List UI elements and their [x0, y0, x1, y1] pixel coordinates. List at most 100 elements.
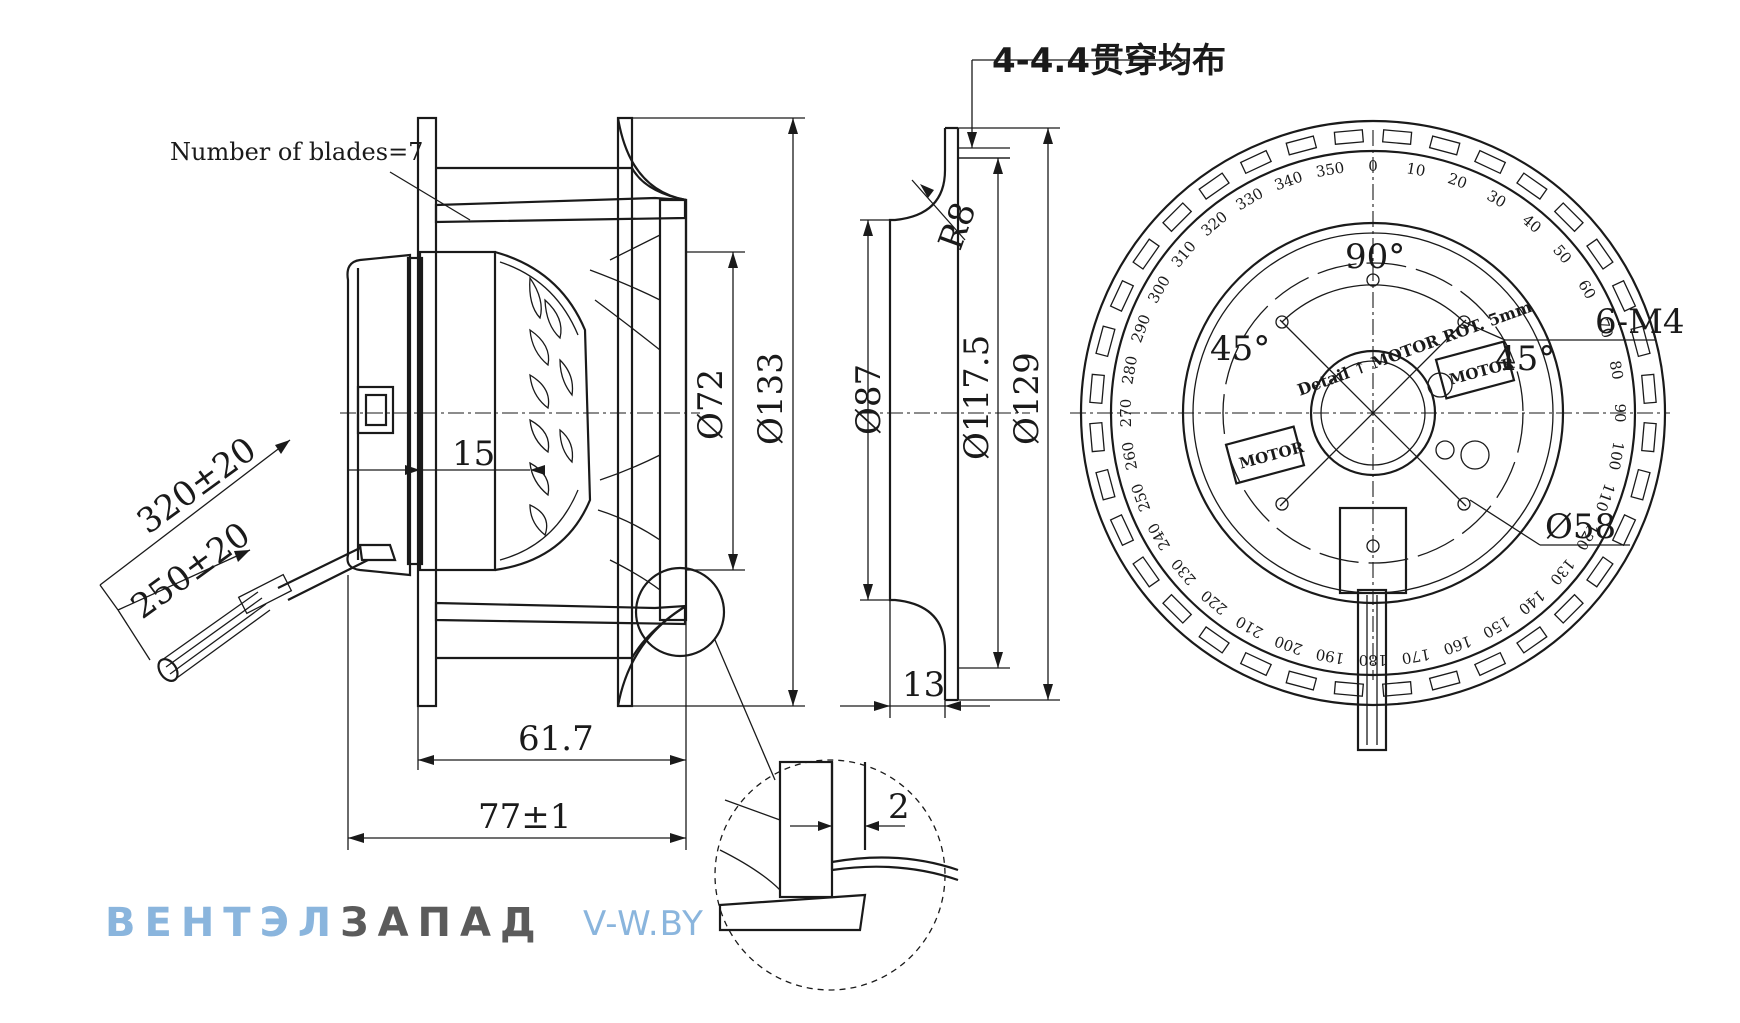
ring-slot	[1095, 325, 1116, 358]
ring-slot	[1132, 556, 1160, 588]
ring-slot	[1473, 149, 1507, 175]
side-view: Number of blades=7 Ø72 Ø133 15 61.7 77±1	[99, 116, 805, 850]
dim-15: 15	[452, 434, 495, 474]
ring-scale-label: 60	[1574, 277, 1599, 303]
motor-label-left-box	[1224, 425, 1306, 485]
blades-label: Number of blades=7	[170, 138, 423, 166]
dim-d133: Ø133	[751, 352, 791, 445]
ring-scale-label: 80	[1606, 359, 1627, 381]
ring-scale-label: 220	[1197, 586, 1231, 618]
ring-scale-label: 320	[1197, 208, 1231, 240]
ring-slot	[1611, 513, 1637, 547]
section-view: 4-4.4贯穿均布 R8 Ø87 Ø117.5 Ø129 13	[840, 41, 1226, 718]
screws-label: 6-M4	[1595, 302, 1685, 342]
ring-scale-label: 190	[1314, 645, 1345, 668]
ring-slot	[1089, 373, 1105, 405]
ring-scale-label: 100	[1605, 440, 1628, 471]
ring-slots	[1089, 129, 1657, 697]
angle-45-left: 45°	[1210, 329, 1270, 369]
ring-slot	[1641, 421, 1657, 453]
ring-slot	[1333, 681, 1365, 697]
detail-section	[718, 893, 867, 932]
housing-top-section	[434, 196, 687, 224]
ring-scale-label: 20	[1445, 169, 1469, 192]
ring-scale-label: 30	[1484, 187, 1510, 212]
ring-scale-label: 290	[1128, 312, 1155, 345]
ring-slot	[1630, 468, 1651, 501]
ring-slot	[1553, 593, 1584, 624]
dim-61-7: 61.7	[518, 719, 594, 759]
ring-slot	[1095, 468, 1116, 501]
ring-scale-label: 350	[1314, 158, 1345, 181]
ring-slot	[1611, 279, 1637, 313]
ring-slot	[1132, 238, 1160, 270]
ring-scale-label: 130	[1546, 555, 1578, 589]
angle-90: 90°	[1345, 237, 1405, 277]
ring-slot	[1586, 556, 1614, 588]
dim-detail-2: 2	[888, 787, 910, 827]
dim-d87: Ø87	[849, 364, 889, 435]
ring-slot	[1162, 593, 1193, 624]
dim-cable-250: 250±20	[124, 515, 258, 628]
brand-logo: ВЕНТЭЛЗАПАД	[105, 900, 545, 946]
ring-slot	[1333, 129, 1365, 145]
dim-d72: Ø72	[691, 369, 731, 440]
motor-label-right-box	[1434, 340, 1516, 400]
dim-d58: Ø58	[1545, 507, 1616, 547]
ring-slot	[1516, 172, 1548, 200]
radius-label: R8	[931, 197, 985, 255]
ring-slot	[1239, 149, 1273, 175]
ring-scale-label: 280	[1118, 354, 1141, 385]
ring-slot	[1381, 681, 1413, 697]
ring-slot	[1089, 421, 1105, 453]
ring-slot	[1553, 202, 1584, 233]
ring-slot	[1285, 135, 1318, 156]
dim-13: 13	[902, 665, 945, 705]
ring-slot	[1381, 129, 1413, 145]
ring-slot	[1109, 513, 1135, 547]
ring-scale-label: 260	[1118, 440, 1141, 471]
motor-rotor	[418, 250, 497, 572]
holes-label: 4-4.4贯穿均布	[992, 41, 1226, 81]
ring-slot	[1641, 373, 1657, 405]
ring-slot	[1198, 172, 1230, 200]
angle-45-right: 45°	[1495, 339, 1555, 379]
ring-slot	[1473, 651, 1507, 677]
ring-slot	[1586, 238, 1614, 270]
ring-scale-label: 250	[1128, 481, 1155, 514]
motor-cap	[346, 253, 412, 577]
ring-slot	[1198, 626, 1230, 654]
ring-slot	[1109, 279, 1135, 313]
ring-scale-label: 340	[1272, 168, 1305, 195]
ring-scale-label: 200	[1272, 632, 1305, 659]
detail-view: 2	[714, 759, 959, 991]
ring-scale-label: 160	[1441, 632, 1474, 659]
ring-scale-label: 40	[1519, 211, 1545, 237]
ring-slot	[1239, 651, 1273, 677]
ring-slot	[1285, 670, 1318, 691]
ring-scale-label: 310	[1168, 237, 1200, 271]
ring-slot	[1428, 135, 1461, 156]
ring-scale-label: 170	[1400, 645, 1431, 668]
ring-slot	[1428, 670, 1461, 691]
dim-cable-320: 320±20	[130, 430, 264, 543]
dim-77: 77±1	[478, 797, 571, 837]
housing-bottom-section	[434, 601, 687, 626]
ring-scale-label: 140	[1515, 586, 1549, 618]
ring-slot	[1516, 626, 1548, 654]
dim-d129: Ø129	[1007, 352, 1047, 445]
cable	[157, 547, 369, 682]
brand-part-1: ВЕНТЭЛ	[105, 900, 341, 946]
screw-holes	[1275, 273, 1471, 553]
ring-scale-label: 10	[1405, 159, 1427, 180]
ring-scale-label: 180	[1359, 651, 1388, 669]
impeller-blades	[529, 276, 574, 537]
ring-scale-label: 70	[1593, 316, 1616, 340]
dim-d117-5: Ø117.5	[957, 335, 997, 460]
brand-part-2: ЗАПАД	[340, 900, 545, 946]
ring-slot	[1162, 202, 1193, 233]
website-text: V-W.BY	[583, 904, 704, 944]
ring-scale-label: 50	[1549, 241, 1575, 267]
